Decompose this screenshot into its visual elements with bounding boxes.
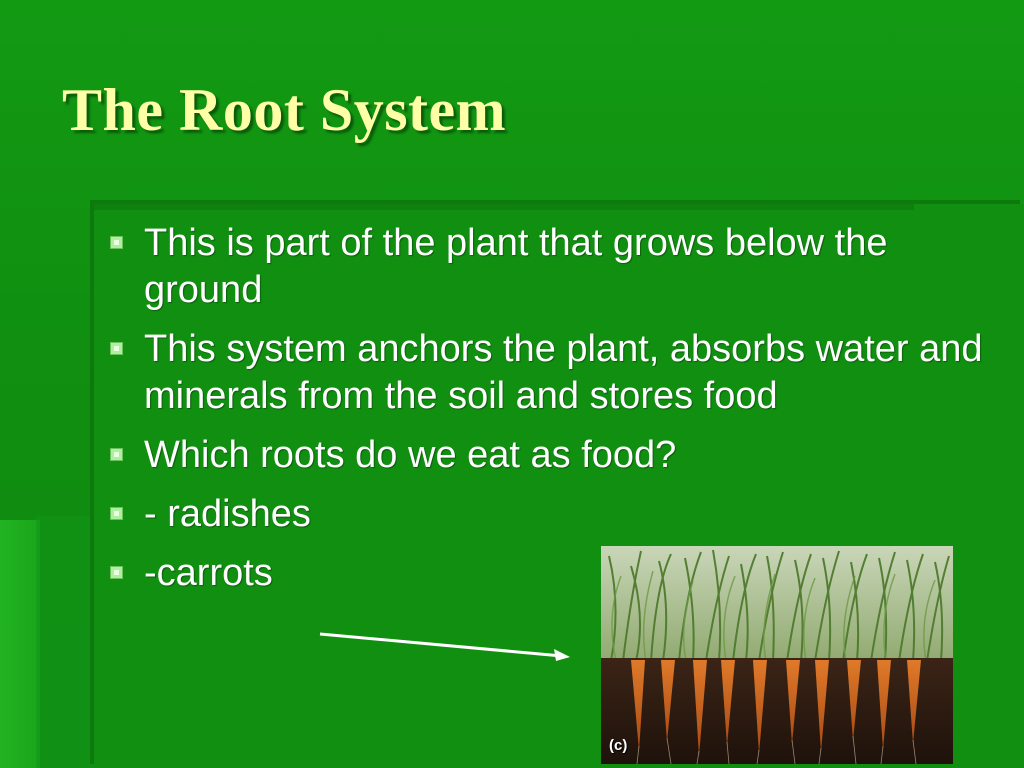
bullet-item: Which roots do we eat as food? [106,432,986,479]
bullet-text: Which roots do we eat as food? [144,434,677,476]
bullet-item: This system anchors the plant, absorbs w… [106,326,986,420]
image-caption: (c) [609,737,628,754]
bullet-text: This system anchors the plant, absorbs w… [144,328,983,417]
square-bullet-icon [110,236,123,249]
arrow-icon [319,632,570,661]
bullet-text: This is part of the plant that grows bel… [144,222,888,311]
carrots-photo: (c) [601,546,953,764]
carrots-illustration [601,546,953,764]
square-bullet-icon [110,342,123,355]
bullet-item: - radishes [106,491,986,538]
decorative-left-band [0,520,40,768]
bullet-text: - radishes [144,493,311,535]
content-panel-edge [94,204,914,210]
square-bullet-icon [110,448,123,461]
square-bullet-icon [110,566,123,579]
square-bullet-icon [110,507,123,520]
bullet-list: This is part of the plant that grows bel… [106,220,986,609]
bullet-item: -carrots [106,550,986,597]
bullet-text: -carrots [144,552,273,594]
slide-title: The Root System [62,77,507,143]
bullet-item: This is part of the plant that grows bel… [106,220,986,314]
